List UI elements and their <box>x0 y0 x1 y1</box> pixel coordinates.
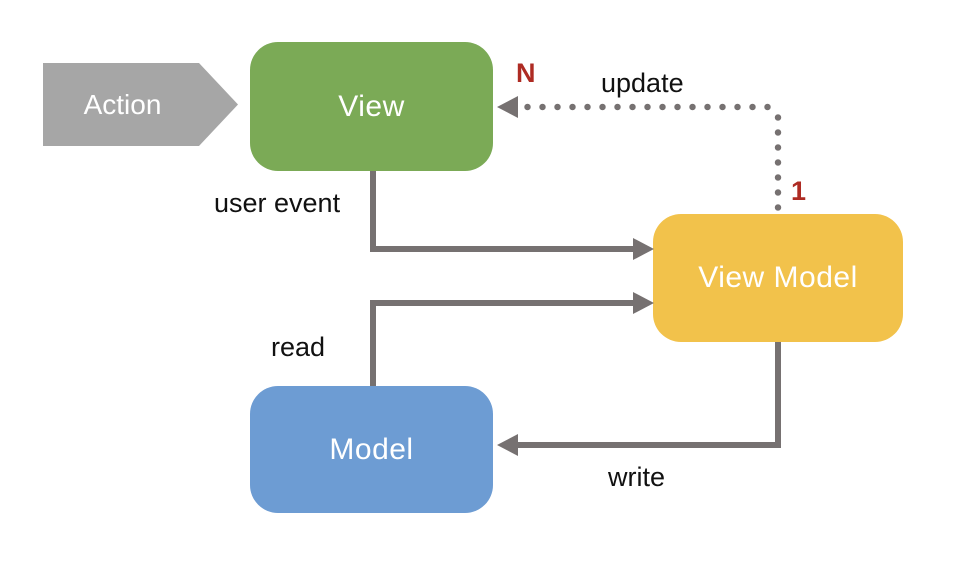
multiplicity-n-label: N <box>516 58 536 88</box>
write-edge-label: write <box>608 462 666 492</box>
view-model-node: View Model <box>653 214 903 342</box>
read-edge-label: read <box>271 332 326 362</box>
model-label: Model <box>329 432 414 466</box>
model-node: Model <box>250 386 493 513</box>
read-connector-horizontal <box>370 300 633 306</box>
write-connector-horizontal <box>518 442 781 448</box>
user-event-edge-label: user event <box>214 188 341 218</box>
update-connector-dotted-horizontal <box>520 103 778 111</box>
update-connector-dotted-vertical <box>774 110 782 213</box>
view-label: View <box>338 89 405 123</box>
update-edge-label: update <box>601 68 684 98</box>
multiplicity-1-label: 1 <box>791 176 807 206</box>
write-connector-vertical <box>775 342 781 448</box>
read-connector-vertical <box>370 300 376 386</box>
read-arrowhead-icon <box>633 292 654 314</box>
write-arrowhead-icon <box>497 434 518 456</box>
update-arrowhead-icon <box>497 96 518 118</box>
view-model-label: View Model <box>698 261 858 294</box>
view-node: View <box>250 42 493 171</box>
action-arrow-shape: Action <box>43 63 238 146</box>
user-event-connector-vertical <box>370 171 376 252</box>
user-event-connector-horizontal <box>370 246 633 252</box>
user-event-arrowhead-icon <box>633 238 654 260</box>
action-label: Action <box>83 88 162 120</box>
